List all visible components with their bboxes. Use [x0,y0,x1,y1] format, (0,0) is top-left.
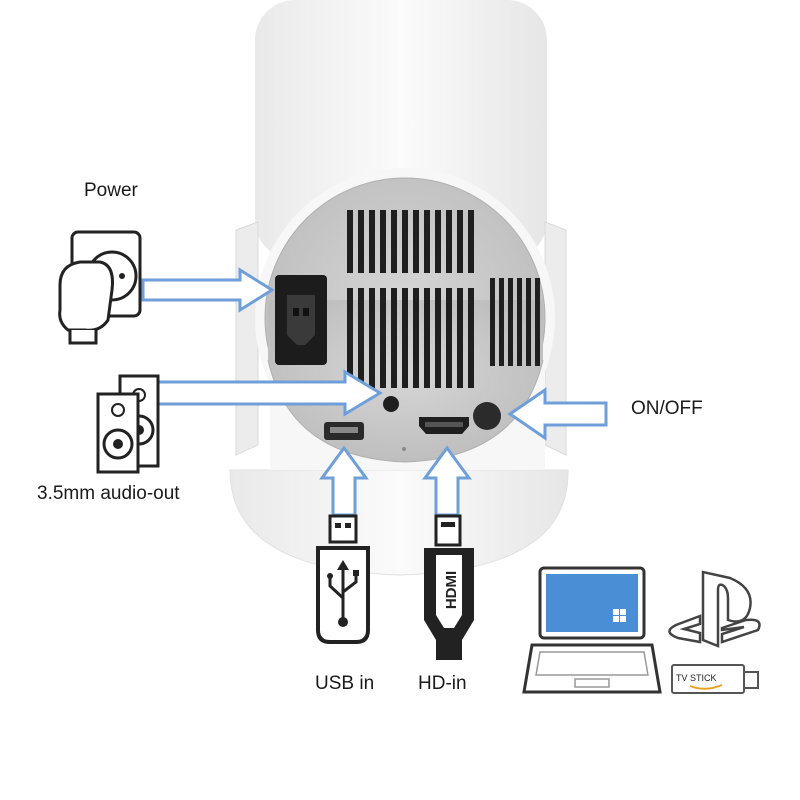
playstation-icon [668,570,761,648]
vent-slat [526,278,531,366]
vent-slat [358,210,364,273]
arrow-hd [422,445,472,517]
arrow-audio [156,369,383,417]
speakers-icon [96,374,160,474]
usb-port [324,422,364,440]
label-on-off: ON/OFF [631,398,703,419]
arrow-on-off [507,387,608,441]
power-inlet [275,275,327,365]
tv-stick-text: TV STICK [676,673,717,683]
usb-plug-icon [316,514,370,644]
indicator-led [402,447,406,451]
vent-slat [347,210,353,273]
audio-jack [383,396,399,412]
vent-slat [424,288,430,388]
vent-slat [413,210,419,273]
vent-slat [499,278,504,366]
vent-slat [424,210,430,273]
vent-slat [347,288,353,388]
hdmi-port [419,417,469,434]
label-usb-in: USB in [315,673,375,694]
hdmi-plug-text: HDMI [443,571,460,609]
vent-slat [535,278,540,366]
label-hd-in: HD-in [418,673,467,694]
vent-grille-right [490,278,540,366]
vent-slat [517,278,522,366]
arrow-power [141,267,275,313]
vent-slat [446,288,452,388]
tv-stick-icon: TV STICK [671,664,759,694]
vent-slat [435,210,441,273]
label-audio-out: 3.5mm audio-out [37,483,180,504]
vent-slat [468,288,474,388]
vent-slat [446,210,452,273]
vent-slat [468,210,474,273]
vent-slat [358,288,364,388]
vent-slat [369,210,375,273]
vent-slat [457,210,463,273]
vent-slat [369,288,375,388]
arrow-usb [319,445,369,517]
vent-slat [435,288,441,388]
vent-slat [391,210,397,273]
power-socket-plug-icon [58,230,142,345]
label-power: Power [84,180,138,201]
laptop-icon [522,566,662,694]
vent-slat [490,278,495,366]
vent-slat [457,288,463,388]
vent-slat [508,278,513,366]
vent-grille-top [347,210,474,388]
hdmi-plug-icon: HDMI [424,514,474,660]
vent-slat [391,288,397,388]
vent-slat [402,210,408,273]
vent-slat [413,288,419,388]
vent-slat [380,288,386,388]
vent-slat [402,288,408,388]
power-button [473,402,501,430]
vent-slat [380,210,386,273]
